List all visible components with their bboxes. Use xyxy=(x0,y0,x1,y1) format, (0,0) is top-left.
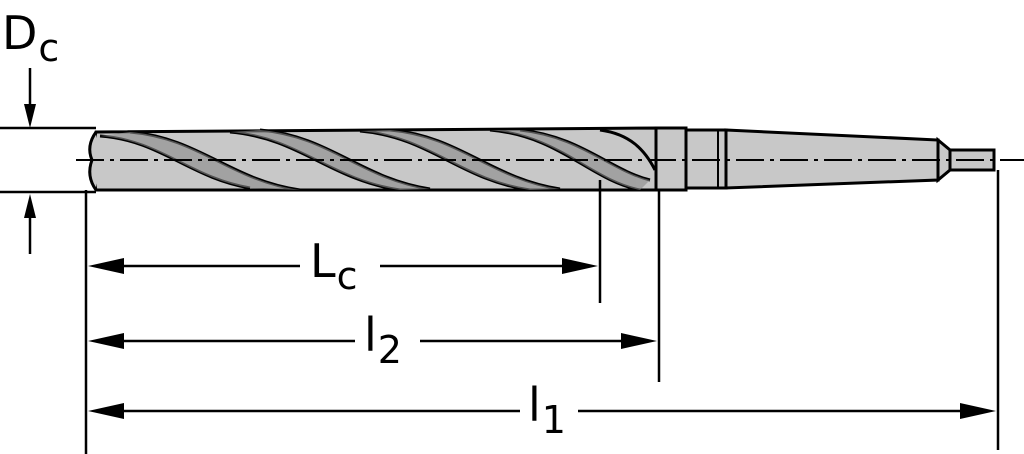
extension-lines xyxy=(84,170,1000,454)
lc-label-sub: c xyxy=(336,254,358,298)
lc-label-main: L xyxy=(310,234,336,288)
l1-label-main: l xyxy=(528,378,541,432)
l2-label: l2 xyxy=(364,312,402,369)
l2-label-main: l xyxy=(364,308,377,362)
dc-label-main: D xyxy=(2,6,38,60)
l1-label: l1 xyxy=(528,382,566,439)
lc-label: Lc xyxy=(310,238,358,295)
l2-label-sub: 2 xyxy=(377,328,402,372)
lc-dimension xyxy=(88,258,598,274)
dc-label: Dc xyxy=(2,10,60,67)
l1-label-sub: 1 xyxy=(541,398,566,442)
dc-label-sub: c xyxy=(38,26,60,70)
dc-dimension xyxy=(0,68,96,254)
l2-dimension xyxy=(88,333,657,349)
l1-dimension xyxy=(88,403,996,419)
